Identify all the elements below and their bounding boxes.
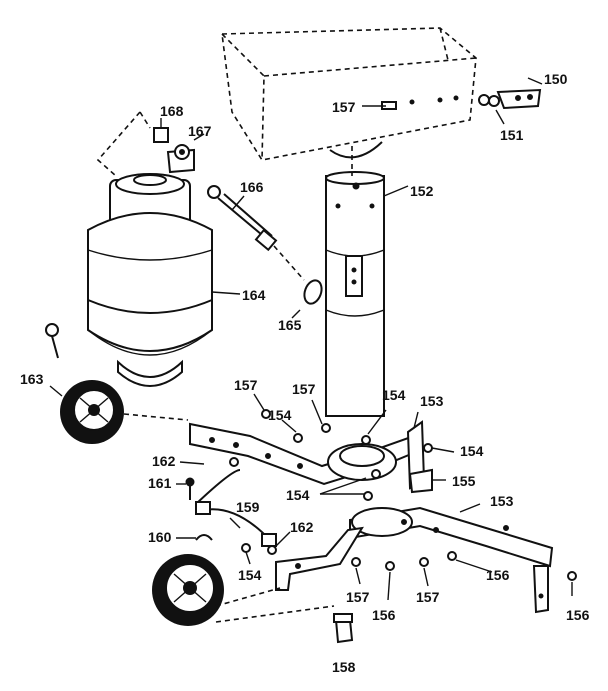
bracket-150: [496, 88, 542, 110]
callout-154-d: 154: [286, 487, 310, 503]
clip-165: [291, 279, 323, 319]
callout-161: 161: [148, 475, 172, 491]
axle-bolt-158: [333, 613, 354, 644]
callout-154-a: 154: [268, 407, 292, 423]
callout-157-e: 157: [416, 589, 440, 605]
regulator-167: [166, 133, 205, 174]
callout-153-upper: 153: [420, 393, 444, 409]
callout-164: 164: [242, 287, 266, 303]
bolt-161: [185, 477, 195, 500]
callout-159: 159: [236, 499, 260, 515]
callout-150: 150: [544, 71, 568, 87]
fitting-168: [153, 118, 169, 143]
callout-157-d: 157: [346, 589, 370, 605]
hub-plate: [327, 443, 397, 481]
callout-157-c: 157: [292, 381, 316, 397]
wheel-163: [45, 323, 124, 444]
clip-160: [195, 534, 213, 541]
callout-156-b: 156: [486, 567, 510, 583]
callout-162-a: 162: [152, 453, 176, 469]
callout-155: 155: [452, 473, 476, 489]
callout-152: 152: [410, 183, 434, 199]
callout-157-a: 157: [332, 99, 356, 115]
callout-157-b: 157: [234, 377, 258, 393]
leader-lines: [176, 393, 573, 601]
callout-154-e: 154: [238, 567, 262, 583]
bolt-151: [478, 94, 505, 125]
hose-166: [207, 185, 278, 252]
callout-156-c: 156: [566, 607, 590, 623]
propane-tank-164: [87, 173, 241, 387]
fasteners: [229, 409, 577, 581]
callout-153-lower: 153: [490, 493, 514, 509]
callout-labels: 150 151 152 153 153 154 154 154 154 154 …: [20, 71, 590, 675]
callout-162-b: 162: [290, 519, 314, 535]
callout-165: 165: [278, 317, 302, 333]
lower-frame-leg: [275, 526, 364, 591]
callout-168: 168: [160, 103, 184, 119]
callout-160: 160: [148, 529, 172, 545]
grill-head-outline: [221, 27, 477, 161]
callout-154-c: 154: [460, 443, 484, 459]
callout-158: 158: [332, 659, 356, 675]
post-152: [325, 171, 409, 417]
right-frame-leg: [349, 420, 554, 614]
callout-167: 167: [188, 123, 212, 139]
callout-163: 163: [20, 371, 44, 387]
callout-151: 151: [500, 127, 524, 143]
wheel-lower: [152, 554, 224, 626]
callout-154-b: 154: [382, 387, 406, 403]
callout-166: 166: [240, 179, 264, 195]
callout-156-a: 156: [372, 607, 396, 623]
